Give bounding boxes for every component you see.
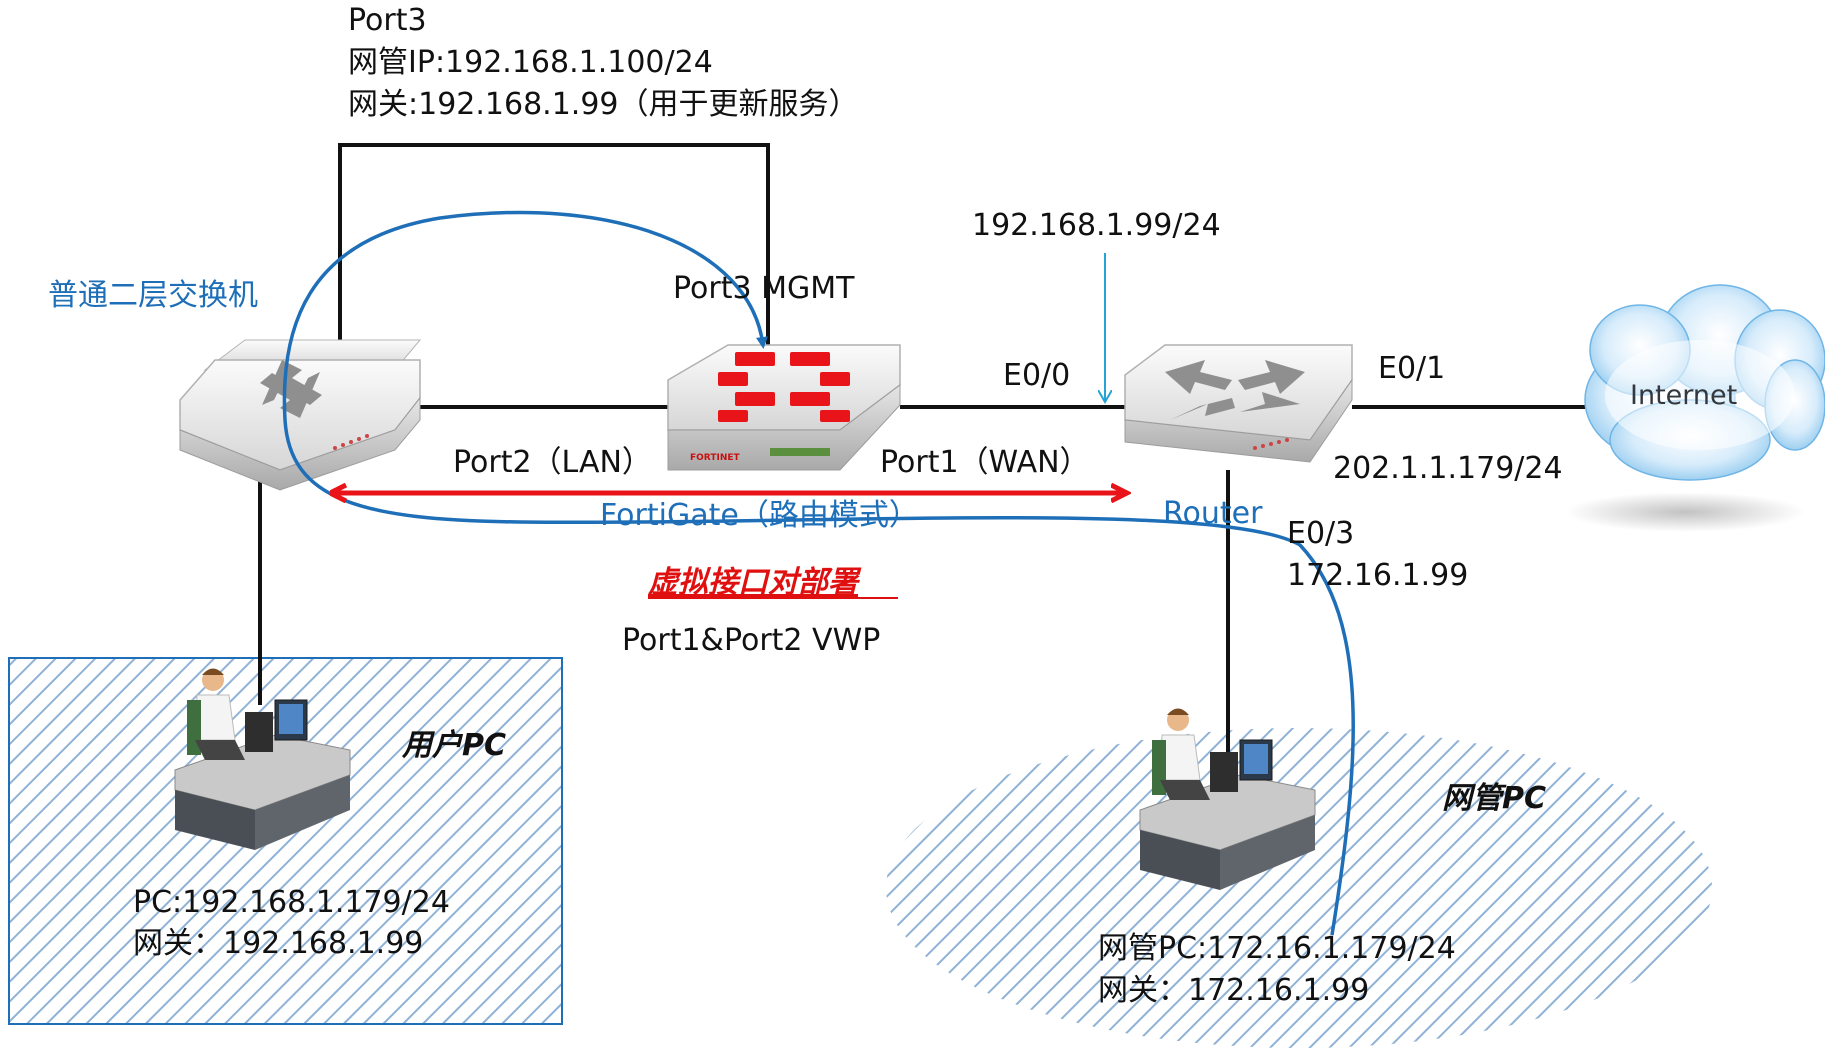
- port3-mgmt-ip: 网管IP:192.168.1.100/24: [348, 45, 713, 80]
- switch-arrows-icon: [260, 360, 322, 418]
- user-pc-ip: PC:192.168.1.179/24: [133, 885, 450, 920]
- fortigate-mode-label: FortiGate（路由模式）: [600, 498, 919, 533]
- router-device: [1124, 344, 1353, 463]
- router-wan-ip: 202.1.1.179/24: [1333, 451, 1563, 486]
- internet-cloud-icon: Internet: [1565, 284, 1825, 532]
- vwp-subtitle: Port1&Port2 VWP: [622, 623, 880, 658]
- user-pc-gateway: 网关：192.168.1.99: [133, 926, 423, 961]
- router-gateway-ip: 192.168.1.99/24: [972, 208, 1221, 243]
- fortigate-mgmt-label: Port3 MGMT: [673, 271, 855, 306]
- layer2-switch-device: [179, 339, 422, 491]
- admin-pc-zone: [886, 728, 1712, 1048]
- switch-label: 普通二层交换机: [48, 278, 258, 313]
- admin-pc-ip: 网管PC:172.16.1.179/24: [1098, 931, 1456, 966]
- fortigate-brand: FORTINET: [690, 453, 740, 463]
- admin-pc-zone-label: 网管PC: [1442, 781, 1546, 816]
- router-e03-ip: 172.16.1.99: [1287, 558, 1468, 593]
- port2-lan-label: Port2（LAN）: [453, 445, 652, 480]
- port3-title: Port3: [348, 3, 427, 38]
- router-e01-label: E0/1: [1378, 351, 1445, 386]
- port3-info: Port3 网管IP:192.168.1.100/24 网关:192.168.1…: [348, 3, 859, 122]
- port3-mgmt-link: [338, 143, 770, 370]
- port1-wan-label: Port1（WAN）: [880, 445, 1090, 480]
- router-arrows-icon: [1165, 360, 1305, 420]
- router-label: Router: [1163, 496, 1263, 531]
- admin-pc-gateway: 网关：172.16.1.99: [1098, 973, 1369, 1008]
- fortigate-device: FORTINET: [667, 344, 901, 471]
- network-links: [258, 143, 1585, 775]
- vwp-title: 虚拟接口对部署: [648, 565, 862, 600]
- port3-gateway: 网关:192.168.1.99（用于更新服务）: [348, 87, 859, 122]
- admin-pc-workstation-icon: [1139, 708, 1316, 890]
- router-e00-label: E0/0: [1003, 358, 1070, 393]
- management-access-path: [282, 210, 1355, 936]
- user-pc-workstation-icon: [174, 668, 351, 850]
- user-pc-zone-label: 用户PC: [401, 728, 506, 763]
- internet-label: Internet: [1630, 380, 1737, 411]
- fortinet-logo-icon: [718, 352, 850, 422]
- router-e03-label: E0/3: [1287, 516, 1354, 551]
